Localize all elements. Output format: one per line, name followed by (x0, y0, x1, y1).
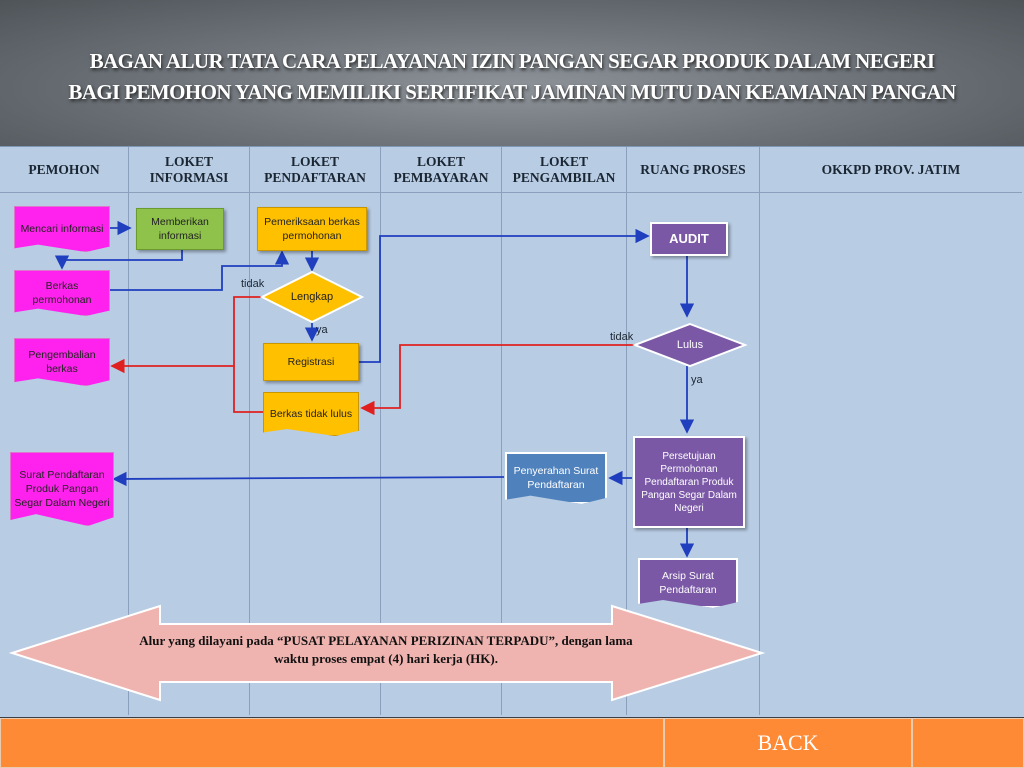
node-berkas-tidak-lulus: Berkas tidak lulus (263, 392, 359, 436)
node-surat-pendaftaran: Surat Pendaftaran Produk Pangan Segar Da… (10, 452, 114, 526)
title-header: BAGAN ALUR TATA CARA PELAYANAN IZIN PANG… (0, 0, 1024, 146)
lane-header-pemohon: PEMOHON (0, 147, 128, 193)
footer-bar-left (0, 718, 664, 768)
node-memberikan-informasi: Memberikan informasi (136, 208, 224, 250)
lane-header-loket-pendaftaran: LOKET PENDAFTARAN (250, 147, 380, 193)
edge-label-ya-lengkap: ya (316, 324, 328, 336)
edge-label-tidak-lulus: tidak (610, 331, 634, 343)
banner-line-1: Alur yang dilayani pada “PUSAT PELAYANAN… (139, 633, 633, 648)
node-registrasi: Registrasi (263, 343, 359, 381)
decision-lulus-label: Lulus (676, 339, 704, 351)
node-audit: AUDIT (650, 222, 728, 256)
lane-header-ruang-proses: RUANG PROSES (627, 147, 759, 193)
lane-header-loket-pengambilan: LOKET PENGAMBILAN (502, 147, 626, 193)
lane-loket-pendaftaran (250, 147, 381, 715)
lane-pemohon (0, 147, 129, 715)
decision-lengkap-label: Lengkap (290, 291, 334, 303)
lane-header-loket-informasi: LOKET INFORMASI (129, 147, 249, 193)
node-persetujuan: Persetujuan Permohonan Pendaftaran Produ… (633, 436, 745, 528)
back-button[interactable]: BACK (664, 718, 912, 768)
footer-bar-right (912, 718, 1024, 768)
node-pemeriksaan-berkas: Pemeriksaan berkas permohonan (257, 207, 367, 251)
lane-loket-informasi (129, 147, 250, 715)
node-penyerahan-surat: Penyerahan Surat Pendaftaran (505, 452, 607, 504)
banner-text: Alur yang dilayani pada “PUSAT PELAYANAN… (139, 632, 632, 668)
title-line-2: BAGI PEMOHON YANG MEMILIKI SERTIFIKAT JA… (68, 80, 956, 104)
lane-ruang-proses (627, 147, 760, 715)
decision-lengkap-shape (259, 270, 365, 324)
decision-lulus-shape (632, 322, 748, 368)
banner-arrow-shape (8, 604, 766, 702)
node-pengembalian-berkas: Pengembalian berkas (14, 338, 110, 386)
lane-loket-pengambilan (502, 147, 627, 715)
title-line-1: BAGAN ALUR TATA CARA PELAYANAN IZIN PANG… (89, 49, 935, 73)
edge-label-ya-lulus: ya (691, 374, 703, 386)
banner-line-2: waktu proses empat (4) hari kerja (HK). (274, 651, 498, 666)
node-mencari-informasi: Mencari informasi (14, 206, 110, 252)
lane-loket-pembayaran (381, 147, 502, 715)
lane-header-loket-pembayaran: LOKET PEMBAYARAN (381, 147, 501, 193)
node-berkas-permohonan: Berkas permohonan (14, 270, 110, 316)
edge-label-tidak-lengkap: tidak (241, 278, 265, 290)
lane-header-okkpd: OKKPD PROV. JATIM (760, 147, 1022, 193)
node-arsip-surat: Arsip Surat Pendaftaran (638, 558, 738, 608)
page-title: BAGAN ALUR TATA CARA PELAYANAN IZIN PANG… (0, 46, 1024, 108)
